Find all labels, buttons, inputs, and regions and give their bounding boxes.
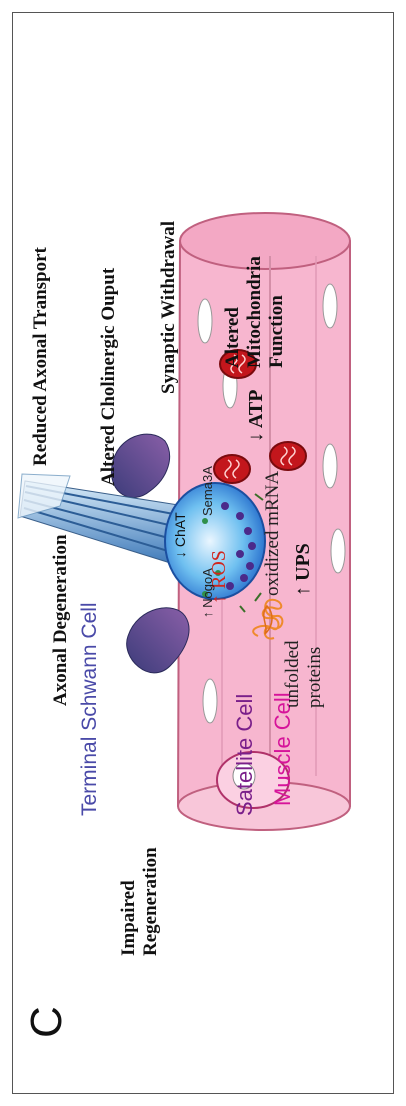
altered-mitochondria-line-1: Altered: [222, 256, 244, 368]
sema3a-label: Sema3A: [200, 466, 215, 516]
receptor: [202, 518, 208, 524]
synaptic-vesicle: [244, 527, 252, 535]
axon: [18, 474, 185, 566]
synaptic-vesicle: [236, 550, 244, 558]
myonucleus: [323, 284, 337, 328]
myonucleus: [198, 299, 212, 343]
reduced-axonal-transport-label: Reduced Axonal Transport: [30, 247, 52, 466]
terminal-schwann-cell-label: Terminal Schwann Cell: [78, 602, 102, 816]
atp-label: ↓ ATP: [245, 390, 267, 442]
terminal-schwann-cell-right: [112, 434, 170, 497]
unfolded-proteins-line-2: proteins: [304, 640, 326, 708]
ups-label: ↑ UPS: [292, 543, 314, 596]
unfolded-proteins-label: unfolded proteins: [282, 640, 326, 708]
mitochondrion: [270, 442, 306, 470]
axonal-degeneration-label: Axonal Degeneration: [50, 534, 72, 706]
unfolded-proteins-line-1: unfolded: [282, 640, 304, 708]
satellite-cell-label: Satellite Cell: [232, 694, 258, 816]
synaptic-withdrawal-label: Synaptic Withdrawal: [158, 221, 180, 394]
altered-mitochondria-line-3: Function: [266, 256, 288, 368]
myonucleus: [323, 444, 337, 488]
synaptic-vesicle: [248, 542, 256, 550]
altered-cholinergic-output-label: Altered Cholinergic Ouput: [98, 268, 120, 486]
altered-mitochondria-function-label: Altered Mitochondria Function: [222, 256, 288, 368]
panel-letter: C: [22, 1006, 72, 1038]
synaptic-vesicle: [246, 562, 254, 570]
oxidized-mrna-label: oxidized mRNA: [262, 471, 284, 596]
synaptic-vesicle: [236, 512, 244, 520]
muscle-cell-label: Muscle Cell: [270, 692, 296, 806]
synaptic-vesicle: [221, 502, 229, 510]
chat-label: ↓ ChAT: [172, 512, 188, 558]
altered-mitochondria-line-2: Mitochondria: [244, 256, 266, 368]
impaired-regeneration-line-2: Regeneration: [140, 847, 162, 956]
impaired-regeneration-line-1: Impaired: [118, 847, 140, 956]
impaired-regeneration-label: Impaired Regeneration: [118, 847, 162, 956]
myonucleus: [203, 679, 217, 723]
myonucleus: [331, 529, 345, 573]
nogoa-label: ↑ NogoA: [200, 568, 215, 618]
mitochondrion: [214, 455, 250, 483]
synaptic-vesicle: [240, 574, 248, 582]
